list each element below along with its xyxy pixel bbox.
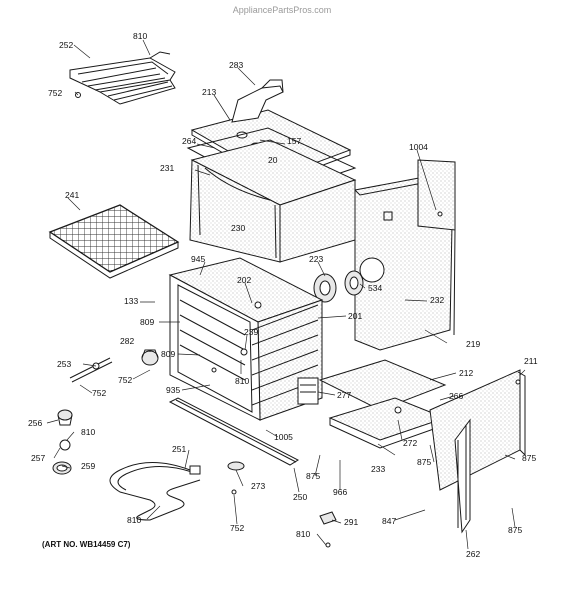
label-935: 935	[166, 385, 180, 395]
label-264: 264	[182, 136, 196, 146]
kickplate-part	[168, 397, 300, 466]
label-212: 212	[459, 368, 473, 378]
label-266: 266	[449, 391, 463, 401]
label-966: 966	[333, 487, 347, 497]
leader-lines	[46, 39, 526, 550]
label-253: 253	[57, 359, 71, 369]
oven-rack-part	[48, 204, 180, 279]
lamp-socket-part	[57, 409, 73, 426]
label-752c: 752	[92, 388, 106, 398]
label-252: 252	[59, 40, 73, 50]
label-752d: 752	[230, 523, 244, 533]
art-number-caption: (ART NO. WB14459 C7)	[42, 540, 131, 549]
bracket-part	[454, 418, 471, 534]
outer-wrapper-part	[189, 139, 357, 263]
label-250: 250	[293, 492, 307, 502]
label-223: 223	[309, 254, 323, 264]
label-157: 157	[287, 136, 301, 146]
label-810e: 810	[127, 515, 141, 525]
label-810d: 810	[296, 529, 310, 539]
label-259: 259	[81, 461, 95, 471]
label-282: 282	[120, 336, 134, 346]
label-277: 277	[337, 390, 351, 400]
label-202: 202	[237, 275, 251, 285]
label-809b: 809	[161, 349, 175, 359]
bottom-tray-part	[318, 359, 447, 449]
label-291: 291	[344, 517, 358, 527]
label-213: 213	[202, 87, 216, 97]
callout-labels: 252 810 752 283 213 264 157 20 231 230 1…	[28, 31, 538, 559]
label-133: 133	[124, 296, 138, 306]
label-283: 283	[229, 60, 243, 70]
label-251: 251	[172, 444, 186, 454]
sensor-probe-part	[69, 357, 113, 383]
label-810b: 810	[235, 376, 249, 386]
label-256: 256	[28, 418, 42, 428]
label-945: 945	[191, 254, 205, 264]
lamp-lens-part	[52, 461, 72, 475]
label-752: 752	[48, 88, 62, 98]
watermark: AppliancePartsPros.com	[233, 5, 332, 15]
label-534: 534	[368, 283, 382, 293]
label-257: 257	[31, 453, 45, 463]
lamp-bulb-part	[59, 439, 71, 451]
label-875: 875	[417, 457, 431, 467]
side-panel-part	[429, 369, 526, 491]
knob-part	[141, 349, 159, 366]
label-239: 239	[244, 327, 258, 337]
label-219: 219	[466, 339, 480, 349]
label-262: 262	[466, 549, 480, 559]
label-273: 273	[251, 481, 265, 491]
label-272: 272	[403, 438, 417, 448]
label-875c: 875	[306, 471, 320, 481]
label-231: 231	[160, 163, 174, 173]
label-20: 20	[268, 155, 278, 165]
back-cover-part	[417, 159, 456, 231]
label-847: 847	[382, 516, 396, 526]
convection-fan-part	[313, 270, 364, 303]
label-1005: 1005	[274, 432, 293, 442]
broil-element-part	[69, 51, 176, 105]
label-875b: 875	[522, 453, 536, 463]
bake-element-part	[109, 462, 201, 521]
latch-part	[297, 377, 319, 405]
label-1004: 1004	[409, 142, 428, 152]
label-810: 810	[133, 31, 147, 41]
bracket-small-part	[227, 461, 245, 495]
label-211: 211	[524, 356, 538, 366]
label-809: 809	[140, 317, 154, 327]
label-233: 233	[371, 464, 385, 474]
label-752b: 752	[118, 375, 132, 385]
label-241: 241	[65, 190, 79, 200]
label-232: 232	[430, 295, 444, 305]
label-810c: 810	[81, 427, 95, 437]
label-875d: 875	[508, 525, 522, 535]
clip-part	[319, 511, 337, 548]
label-201: 201	[348, 311, 362, 321]
label-230: 230	[231, 223, 245, 233]
